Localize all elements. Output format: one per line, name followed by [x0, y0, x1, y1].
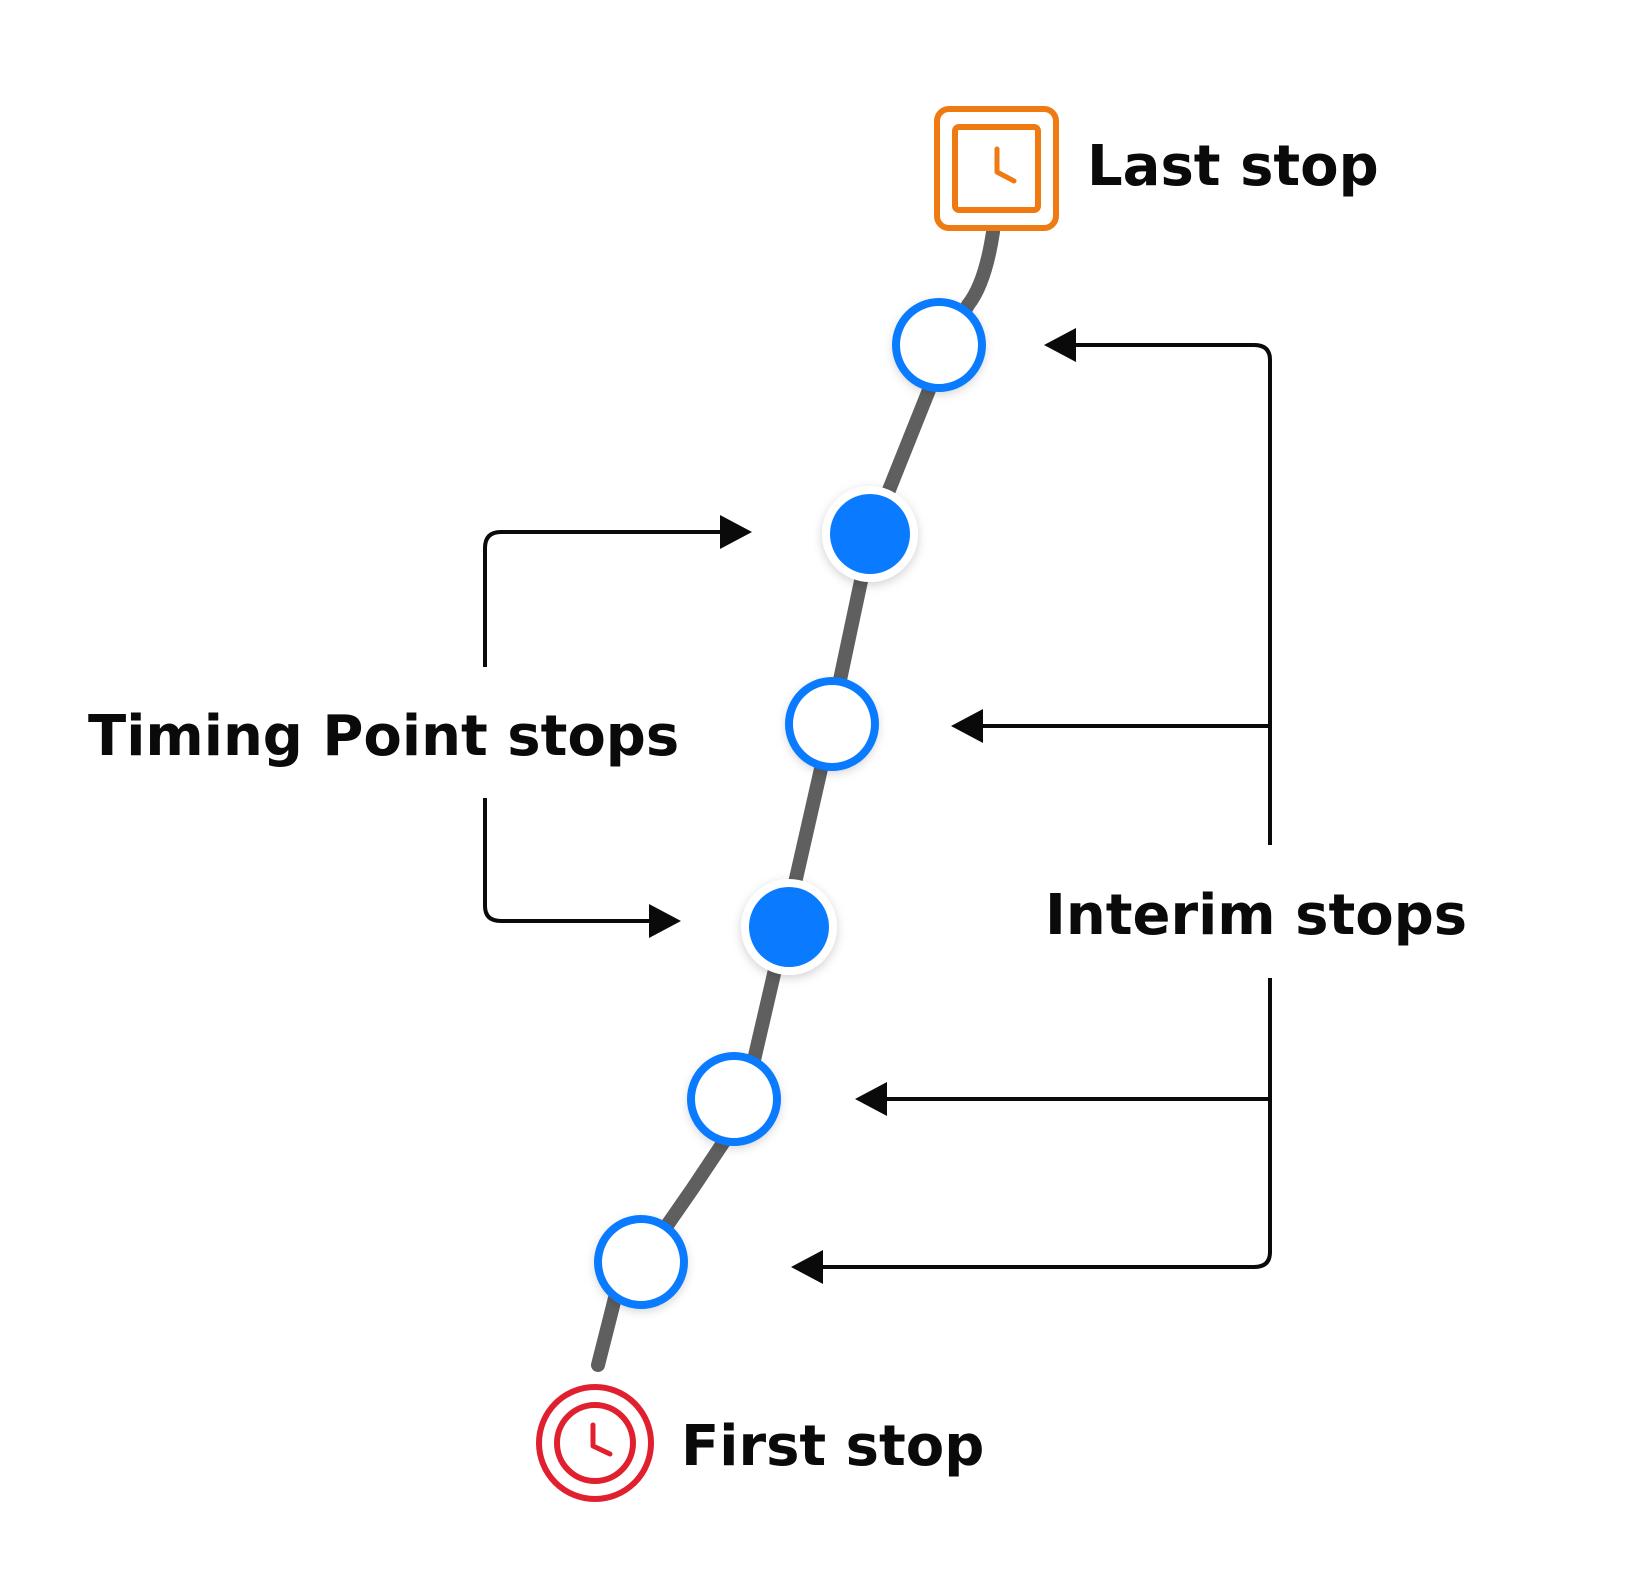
arrowhead-left: [791, 1250, 823, 1284]
arrowhead-left: [951, 709, 983, 743]
last-stop-label: Last stop: [1087, 134, 1379, 199]
timing-point-stops-label: Timing Point stops: [88, 704, 679, 769]
timing-point-bracket-lower: [483, 798, 654, 923]
first-stop-label: First stop: [681, 1414, 984, 1479]
interim-bracket: [820, 343, 1272, 1269]
timing-point-bracket-upper: [483, 530, 724, 667]
clock-icon: [994, 146, 1017, 184]
first-stop-marker: [536, 1384, 654, 1502]
interim-bracket-upper: [1070, 343, 1272, 845]
arrowhead-left: [855, 1082, 887, 1116]
interim-stop-3: [687, 1052, 781, 1146]
arrowhead-right: [649, 904, 681, 938]
interim-stop-4: [594, 1215, 688, 1309]
arrowhead-left: [1044, 328, 1076, 362]
interim-arrowheads: [791, 328, 1076, 1284]
interim-stop-1: [892, 298, 986, 392]
timing-point-bracket: [483, 530, 724, 923]
last-stop-marker: [934, 106, 1059, 231]
interim-stop-2: [785, 677, 879, 771]
interim-stops-label: Interim stops: [1045, 883, 1467, 948]
timing-point-stop-2: [741, 879, 837, 975]
timing-point-stop-1: [822, 486, 918, 582]
arrowhead-right: [720, 515, 752, 549]
route-line: [591, 225, 1000, 1372]
clock-icon: [590, 1422, 613, 1457]
interim-bracket-lower: [820, 978, 1272, 1269]
timing-point-arrowheads: [649, 515, 752, 938]
